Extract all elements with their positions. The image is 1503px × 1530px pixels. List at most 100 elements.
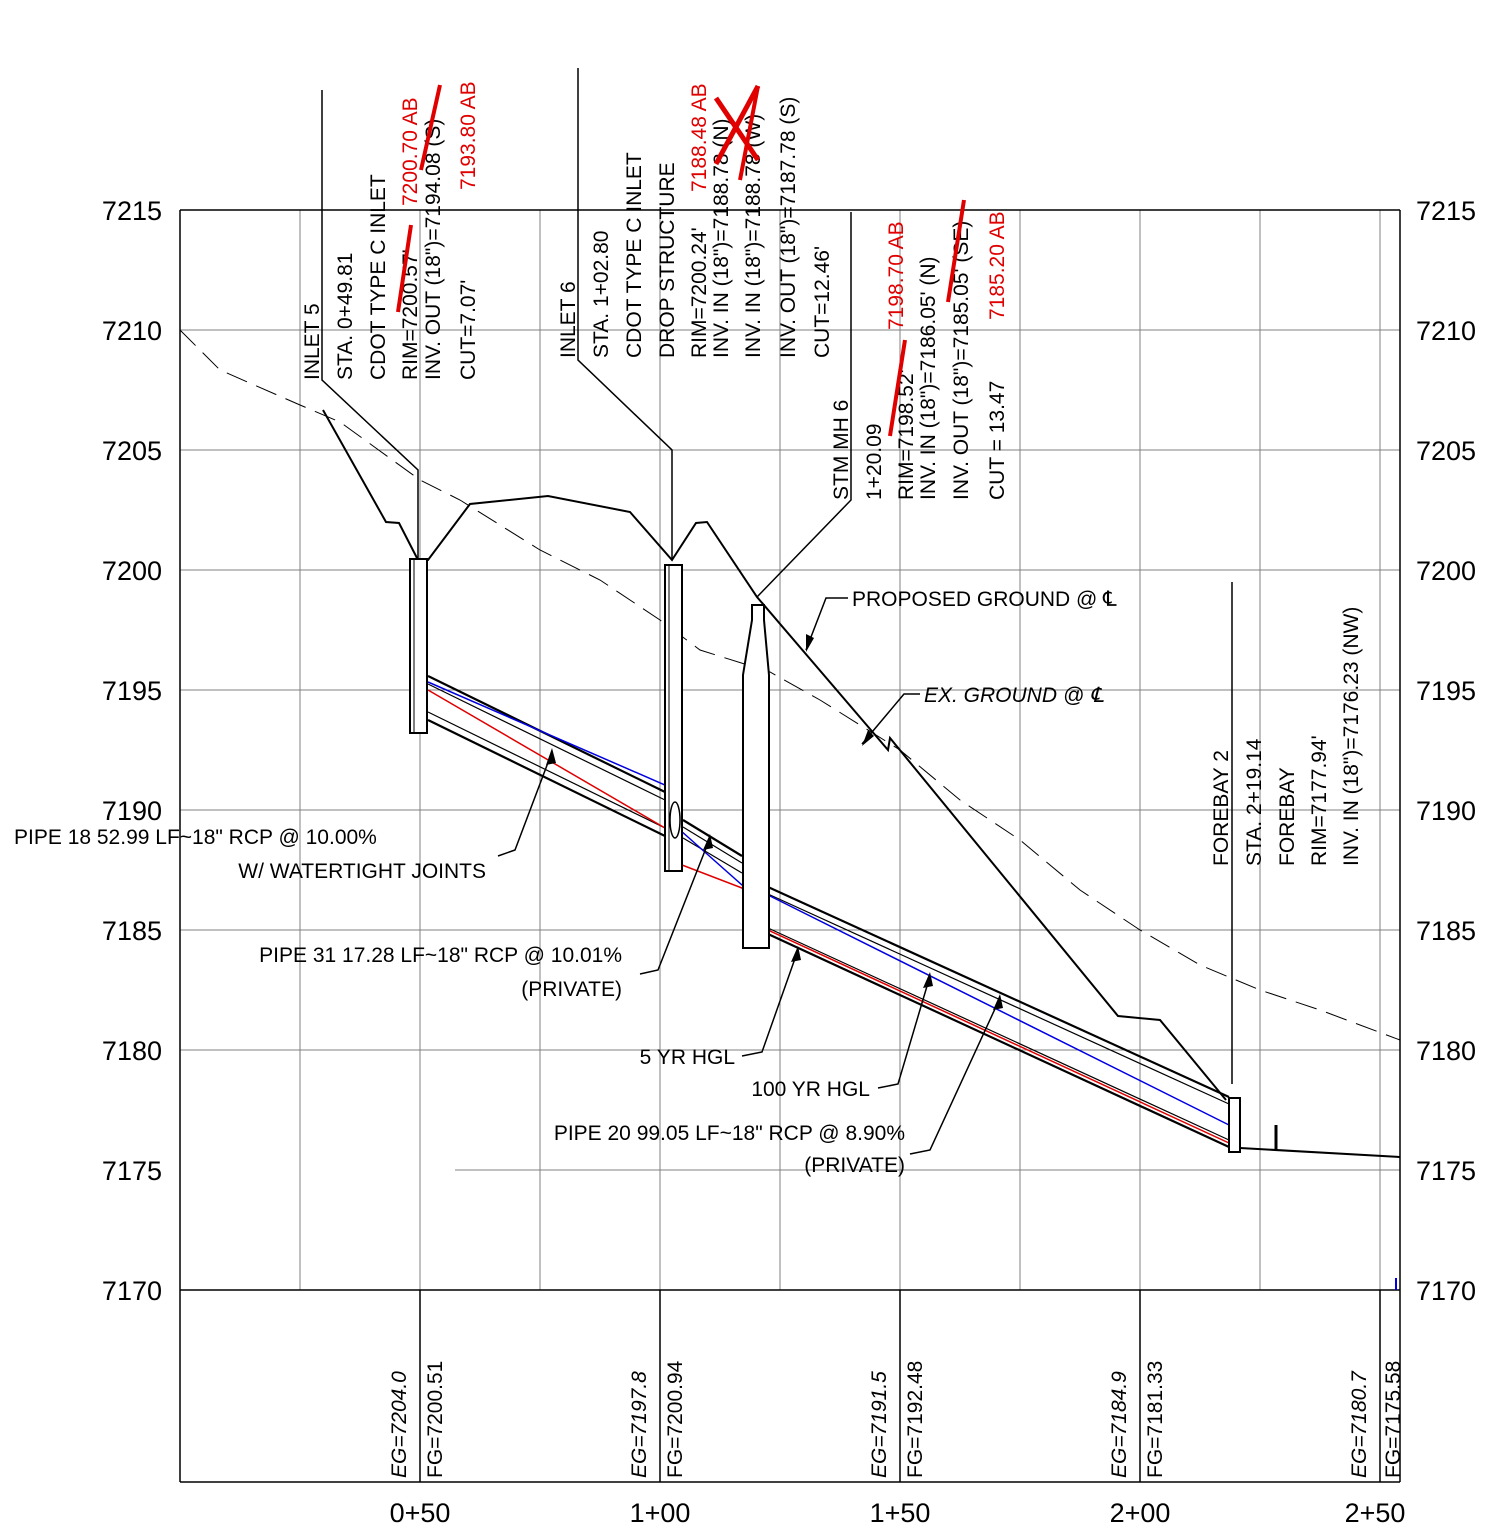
pipe-18-label: PIPE 18 52.99 LF~18" RCP @ 10.00% — [14, 826, 377, 849]
eg-label: EG=7184.9 — [1108, 1371, 1131, 1478]
hgl-5yr-label: 5 YR HGL — [640, 1046, 735, 1069]
fg-label: FG=7192.48 — [904, 1361, 927, 1478]
station-label: 2+00 — [1110, 1498, 1171, 1528]
pipe-31 — [682, 819, 743, 874]
manhole-6-invert-in: INV. IN (18")=7186.05' (N) — [917, 256, 940, 500]
proposed-ground-label: PROPOSED GROUND @ ℄ — [852, 588, 1117, 611]
elev-left: 7210 — [102, 316, 162, 346]
pipe-18-callout: PIPE 18 52.99 LF~18" RCP @ 10.00% W/ WAT… — [14, 748, 556, 883]
station-label: 1+50 — [870, 1498, 931, 1528]
inlet-5-invert-out: INV. OUT (18")=7194.08 (S) — [422, 119, 445, 380]
frame — [179, 209, 1401, 1483]
elev-right: 7180 — [1416, 1036, 1476, 1066]
manhole-6-rim: RIM=7198.52' — [895, 369, 918, 500]
inlet-5-structure — [409, 558, 428, 734]
manhole-6-cut: CUT = 13.47 — [986, 381, 1009, 500]
inlet-5-label: INLET 5 STA. 0+49.81 CDOT TYPE C INLET R… — [301, 81, 480, 380]
station-label: 0+50 — [390, 1498, 451, 1528]
elev-left: 7200 — [102, 556, 162, 586]
fg-label: FG=7200.94 — [664, 1360, 687, 1478]
inlet-5-type: CDOT TYPE C INLET — [367, 174, 390, 380]
pipe-31-label: PIPE 31 17.28 LF~18" RCP @ 10.01% — [259, 944, 622, 967]
elev-right: 7210 — [1416, 316, 1476, 346]
structure-leaders — [321, 68, 1233, 1084]
strikethrough-mark — [888, 339, 907, 437]
forebay-2-rim: RIM=7177.94' — [1308, 735, 1331, 866]
fg-label: FG=7175.58 — [1382, 1361, 1405, 1478]
inlet-5-station: STA. 0+49.81 — [334, 253, 357, 380]
fg-label: FG=7200.51 — [424, 1361, 447, 1478]
hgl-5yr-line — [427, 689, 1230, 1144]
inlet-6-type: CDOT TYPE C INLET — [623, 152, 646, 358]
elev-right: 7185 — [1416, 916, 1476, 946]
elev-right: 7195 — [1416, 676, 1476, 706]
manhole-6-invert-revised: 7185.20 AB — [986, 211, 1009, 320]
pipe-18-note: W/ WATERTIGHT JOINTS — [238, 860, 486, 883]
strikethrough-mark — [419, 84, 442, 171]
inlet-6-rim: RIM=7200.24' — [688, 227, 711, 358]
existing-ground-label: EX. GROUND @ ℄ — [924, 684, 1104, 707]
elev-right: 7215 — [1416, 196, 1476, 226]
manhole-6-station: 1+20.09 — [863, 424, 886, 501]
ground-tail — [1239, 1147, 1401, 1158]
forebay-2-station: STA. 2+19.14 — [1243, 738, 1266, 866]
elev-left: 7215 — [102, 196, 162, 226]
drop-pipe-opening — [669, 801, 681, 839]
strikethrough-mark — [946, 199, 966, 303]
eg-label: EG=7197.8 — [628, 1371, 651, 1478]
inlet-6-invert-revised: 7188.48 AB — [688, 83, 711, 192]
eg-label: EG=7191.5 — [868, 1371, 891, 1478]
manhole-6-label: STM MH 6 1+20.09 RIM=7198.52' 7198.70 AB… — [830, 199, 1009, 501]
pipe-31-note: (PRIVATE) — [521, 978, 622, 1001]
elev-right: 7205 — [1416, 436, 1476, 466]
hgl-100yr-callout: 100 YR HGL — [751, 972, 933, 1101]
elev-right: 7175 — [1416, 1156, 1476, 1186]
pipe-31-callout: PIPE 31 17.28 LF~18" RCP @ 10.01% (PRIVA… — [259, 834, 713, 1001]
manhole-6-title: STM MH 6 — [830, 400, 853, 500]
fg-label: FG=7181.33 — [1144, 1361, 1167, 1478]
inlet-6-invert-in-n: INV. IN (18")=7188.78 (N) — [710, 118, 733, 358]
eg-label: EG=7180.7 — [1348, 1370, 1371, 1478]
eg-label: EG=7204.0 — [388, 1371, 411, 1478]
elev-left: 7185 — [102, 916, 162, 946]
pipe-20-callout: PIPE 20 99.05 LF~18" RCP @ 8.90% (PRIVAT… — [554, 994, 1003, 1177]
elev-left: 7170 — [102, 1276, 162, 1306]
hgl-100yr-line — [427, 681, 1230, 1126]
forebay-2-structure — [1228, 1097, 1241, 1153]
existing-ground-line — [179, 329, 1401, 1041]
station-label: 2+50 — [1345, 1498, 1406, 1528]
proposed-ground-callout: PROPOSED GROUND @ ℄ — [805, 588, 1117, 652]
proposed-ground-line — [322, 409, 1227, 1101]
hgl-5yr-callout: 5 YR HGL — [640, 946, 801, 1069]
pipe-20 — [767, 885, 1230, 1148]
inlet-5-rim-revised: 7200.70 AB — [399, 97, 422, 206]
elev-right: 7190 — [1416, 796, 1476, 826]
inlet-6-invert-out: INV. OUT (18")=7187.78 (S) — [777, 97, 800, 358]
strikethrough-mark — [396, 224, 413, 313]
forebay-2-type: FOREBAY — [1276, 767, 1299, 866]
station-labels: 0+50 1+00 1+50 2+00 2+50 — [390, 1498, 1406, 1528]
x-cross-mark — [713, 84, 761, 166]
inlet-5-title: INLET 5 — [301, 303, 324, 380]
inlet-5-rim: RIM=7200.57' — [399, 249, 422, 380]
existing-ground-callout: EX. GROUND @ ℄ — [861, 684, 1104, 746]
inlet-5-cut: CUT=7.07' — [457, 280, 480, 380]
elevation-labels-right: 7215 7210 7205 7200 7195 7190 7185 7180 … — [1416, 196, 1476, 1306]
forebay-2-invert-in: INV. IN (18")=7176.23 (NW) — [1340, 607, 1363, 866]
elev-left: 7195 — [102, 676, 162, 706]
manhole-6-invert-out: INV. OUT (18")=7185.05' (SE) — [950, 221, 973, 500]
forebay-2-title: FOREBAY 2 — [1210, 750, 1233, 866]
inlet-6-invert-in-w: INV. IN (18")=7188.78 (W) — [742, 114, 765, 358]
strikethrough-mark — [738, 85, 760, 181]
inlet-6-drop: DROP STRUCTURE — [656, 162, 679, 358]
inlet-5-invert-revised: 7193.80 AB — [457, 81, 480, 190]
elev-left: 7190 — [102, 796, 162, 826]
manhole-6-rim-revised: 7198.70 AB — [885, 221, 908, 330]
station-label: 1+00 — [630, 1498, 691, 1528]
bottom-elevation-labels: EG=7204.0 FG=7200.51 EG=7197.8 FG=7200.9… — [388, 1360, 1405, 1478]
pipe-20-note: (PRIVATE) — [804, 1154, 905, 1177]
elevation-labels-left: 7215 7210 7205 7200 7195 7190 7185 7180 … — [102, 196, 162, 1306]
elev-right: 7170 — [1416, 1276, 1476, 1306]
pipe-18 — [427, 675, 666, 837]
